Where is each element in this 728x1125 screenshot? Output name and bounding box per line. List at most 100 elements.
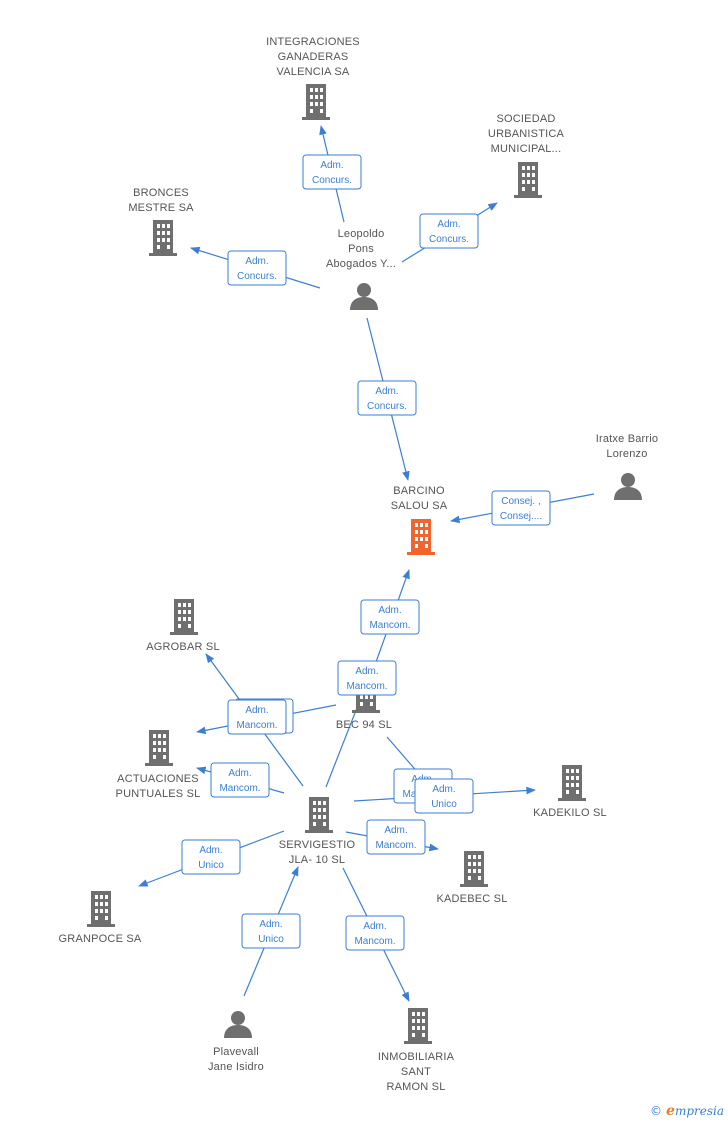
node-granpoce[interactable]: GRANPOCE SA bbox=[59, 891, 142, 945]
empresia-logo[interactable]: ©empresia bbox=[650, 1103, 724, 1119]
edge-label-box bbox=[302, 154, 362, 190]
building-icon bbox=[404, 1008, 432, 1044]
node-actuaciones[interactable]: ACTUACIONES PUNTUALES SL bbox=[116, 730, 201, 800]
node-label: VALENCIA SA bbox=[277, 66, 350, 78]
node-kadebec[interactable]: KADEBEC SL bbox=[436, 851, 507, 905]
building-icon bbox=[514, 162, 542, 198]
edge-label-box bbox=[227, 250, 287, 286]
edge-label-e6[interactable]: Adm. Mancom. bbox=[360, 599, 420, 635]
edge-label-text: Mancom. bbox=[354, 936, 395, 947]
node-label: Abogados Y... bbox=[326, 258, 396, 270]
edge-label-text: Adm. bbox=[432, 784, 455, 795]
node-bronces[interactable]: BRONCES MESTRE SA bbox=[128, 187, 194, 256]
edge-label-text: Adm. bbox=[363, 921, 386, 932]
node-label: BRONCES bbox=[133, 187, 189, 199]
edge-label-box bbox=[366, 819, 426, 855]
edge-label-text: Concurs. bbox=[312, 175, 352, 186]
node-label: RAMON SL bbox=[386, 1081, 445, 1093]
building-icon bbox=[145, 730, 173, 766]
edge-label-text: Mancom. bbox=[369, 620, 410, 631]
edge-labels-layer: Adm. Concurs. Adm. Concurs. Adm. Concurs. Adm.… bbox=[181, 154, 551, 951]
node-kadekilo[interactable]: KADEKILO SL bbox=[533, 765, 607, 819]
edge-label-e7[interactable]: Adm. Mancom. bbox=[337, 660, 397, 696]
node-label: JLA- 10 SL bbox=[289, 854, 345, 866]
node-label: Leopoldo bbox=[338, 228, 385, 240]
edge-label-box bbox=[357, 380, 417, 416]
node-label: ACTUACIONES bbox=[117, 773, 199, 785]
edge-label-box bbox=[210, 762, 270, 798]
edge-label-text: Adm. bbox=[378, 605, 401, 616]
edge-label-box bbox=[337, 660, 397, 696]
node-barcino[interactable]: BARCINO SALOU SA bbox=[391, 485, 448, 555]
edge-label-e13[interactable]: Adm.Mancom. bbox=[366, 819, 426, 855]
edge-label-box bbox=[241, 913, 301, 949]
building-icon bbox=[149, 220, 177, 256]
edge-label-e15[interactable]: Adm.Unico bbox=[241, 913, 301, 949]
node-label: Iratxe Barrio bbox=[596, 433, 659, 445]
edge-label-box bbox=[181, 839, 241, 875]
node-label: INTEGRACIONES bbox=[266, 36, 360, 48]
node-label: KADEBEC SL bbox=[436, 893, 507, 905]
node-sociedad[interactable]: SOCIEDAD URBANISTICA MUNICIPAL... bbox=[488, 113, 565, 198]
person-icon bbox=[350, 283, 378, 310]
node-label: SERVIGESTIO bbox=[279, 839, 356, 851]
edge-label-e10[interactable]: Adm.Mancom. bbox=[210, 762, 270, 798]
edge-label-e14[interactable]: Adm. Unico bbox=[181, 839, 241, 875]
node-label: INMOBILIARIA bbox=[378, 1051, 455, 1063]
node-integraciones[interactable]: INTEGRACIONES GANADERAS VALENCIA SA bbox=[266, 36, 360, 120]
edge-label-text: Adm. bbox=[259, 919, 282, 930]
edge-label-text: Concurs. bbox=[429, 234, 469, 245]
node-agrobar[interactable]: AGROBAR SL bbox=[146, 599, 220, 653]
node-label: KADEKILO SL bbox=[533, 807, 607, 819]
edge-label-e1[interactable]: Adm.Concurs. bbox=[302, 154, 362, 190]
node-label: Pons bbox=[348, 243, 374, 255]
edge-label-text: Adm. bbox=[199, 845, 222, 856]
node-label: MESTRE SA bbox=[128, 202, 194, 214]
node-label: PUNTUALES SL bbox=[116, 788, 201, 800]
node-inmobiliaria[interactable]: INMOBILIARIA SANT RAMON SL bbox=[378, 1008, 455, 1093]
edge-label-text: Mancom. bbox=[346, 681, 387, 692]
edge-label-e9[interactable]: Adm.Mancom. bbox=[227, 699, 287, 735]
edge-label-e3[interactable]: Adm.Concurs. bbox=[227, 250, 287, 286]
edge-label-text: Adm. bbox=[375, 386, 398, 397]
building-icon bbox=[170, 599, 198, 635]
edge-label-e16[interactable]: Adm. Mancom. bbox=[345, 915, 405, 951]
building-icon bbox=[87, 891, 115, 927]
node-label: BARCINO bbox=[393, 485, 445, 497]
brand-name: mpresia bbox=[674, 1104, 724, 1118]
edge-label-text: Mancom. bbox=[375, 840, 416, 851]
edge-label-e5[interactable]: Consej. ,Consej.... bbox=[491, 490, 551, 526]
node-label: SALOU SA bbox=[391, 500, 448, 512]
person-icon bbox=[614, 473, 642, 500]
edge-label-text: Adm. bbox=[355, 666, 378, 677]
node-label: MUNICIPAL... bbox=[491, 143, 562, 155]
node-label: SOCIEDAD bbox=[496, 113, 555, 125]
nodes-layer: INTEGRACIONES GANADERAS VALENCIA SA SOCIEDA… bbox=[59, 36, 659, 1093]
edge-label-text: Concurs. bbox=[367, 401, 407, 412]
edge-label-e4[interactable]: Adm. Concurs. bbox=[357, 380, 417, 416]
edge-label-box bbox=[414, 778, 474, 814]
building-icon bbox=[305, 797, 333, 833]
node-label: SANT bbox=[401, 1066, 431, 1078]
edge-label-e2[interactable]: Adm. Concurs. bbox=[419, 213, 479, 249]
copyright-symbol: © bbox=[650, 1104, 663, 1118]
node-label: AGROBAR SL bbox=[146, 641, 220, 653]
edge-label-e12[interactable]: Adm. Unico bbox=[414, 778, 474, 814]
node-label: GANADERAS bbox=[278, 51, 349, 63]
building-icon bbox=[460, 851, 488, 887]
edge-label-text: Unico bbox=[198, 860, 224, 871]
edge-label-text: Concurs. bbox=[237, 271, 277, 282]
edge-label-text: Unico bbox=[431, 799, 457, 810]
node-label: BEC 94 SL bbox=[336, 719, 392, 731]
node-servigestio[interactable]: SERVIGESTIO JLA- 10 SL bbox=[279, 797, 356, 866]
building-icon bbox=[302, 84, 330, 120]
edge-label-box bbox=[227, 699, 287, 735]
node-bec94[interactable]: BEC 94 SL bbox=[336, 677, 392, 731]
node-label: URBANISTICA bbox=[488, 128, 565, 140]
edge-label-text: Adm. bbox=[437, 219, 460, 230]
edge-label-box bbox=[419, 213, 479, 249]
